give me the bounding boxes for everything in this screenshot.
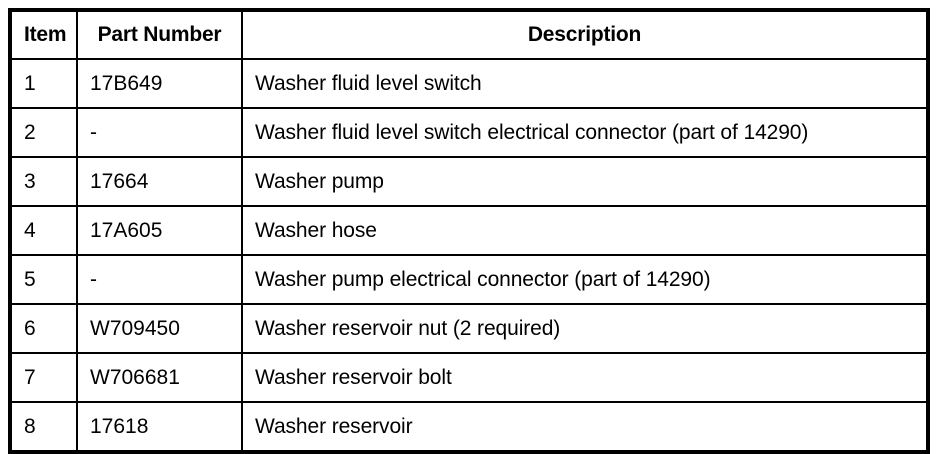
cell-item: 2	[9, 107, 78, 158]
table-row: 1 17B649 Washer fluid level switch	[9, 58, 929, 109]
cell-part-number: 17A605	[76, 205, 243, 256]
cell-description: Washer pump	[241, 156, 929, 207]
cell-item: 3	[9, 156, 78, 207]
table-row: 7 W706681 Washer reservoir bolt	[9, 352, 929, 403]
column-header-part-number: Part Number	[76, 9, 243, 60]
parts-table-container: Item Part Number Description 1 17B649 Wa…	[8, 8, 930, 454]
table-row: 6 W709450 Washer reservoir nut (2 requir…	[9, 303, 929, 354]
cell-description: Washer pump electrical connector (part o…	[241, 254, 929, 305]
cell-item: 1	[9, 58, 78, 109]
cell-description: Washer reservoir nut (2 required)	[241, 303, 929, 354]
cell-description: Washer hose	[241, 205, 929, 256]
cell-part-number: -	[76, 254, 243, 305]
cell-item: 4	[9, 205, 78, 256]
table-row: 3 17664 Washer pump	[9, 156, 929, 207]
cell-part-number: W709450	[76, 303, 243, 354]
cell-part-number: 17618	[76, 401, 243, 453]
cell-description: Washer fluid level switch	[241, 58, 929, 109]
cell-part-number: -	[76, 107, 243, 158]
cell-part-number: 17664	[76, 156, 243, 207]
cell-item: 5	[9, 254, 78, 305]
table-row: 8 17618 Washer reservoir	[9, 401, 929, 453]
column-header-description: Description	[241, 9, 929, 60]
cell-item: 6	[9, 303, 78, 354]
table-header: Item Part Number Description	[9, 9, 929, 60]
cell-item: 7	[9, 352, 78, 403]
cell-part-number: 17B649	[76, 58, 243, 109]
table-row: 2 - Washer fluid level switch electrical…	[9, 107, 929, 158]
cell-description: Washer reservoir	[241, 401, 929, 453]
column-header-item: Item	[9, 9, 78, 60]
table-row: 5 - Washer pump electrical connector (pa…	[9, 254, 929, 305]
cell-item: 8	[9, 401, 78, 453]
table-body: 1 17B649 Washer fluid level switch 2 - W…	[9, 58, 929, 453]
cell-part-number: W706681	[76, 352, 243, 403]
table-header-row: Item Part Number Description	[9, 9, 929, 60]
parts-legend-table: Item Part Number Description 1 17B649 Wa…	[8, 8, 930, 454]
cell-description: Washer reservoir bolt	[241, 352, 929, 403]
cell-description: Washer fluid level switch electrical con…	[241, 107, 929, 158]
table-row: 4 17A605 Washer hose	[9, 205, 929, 256]
